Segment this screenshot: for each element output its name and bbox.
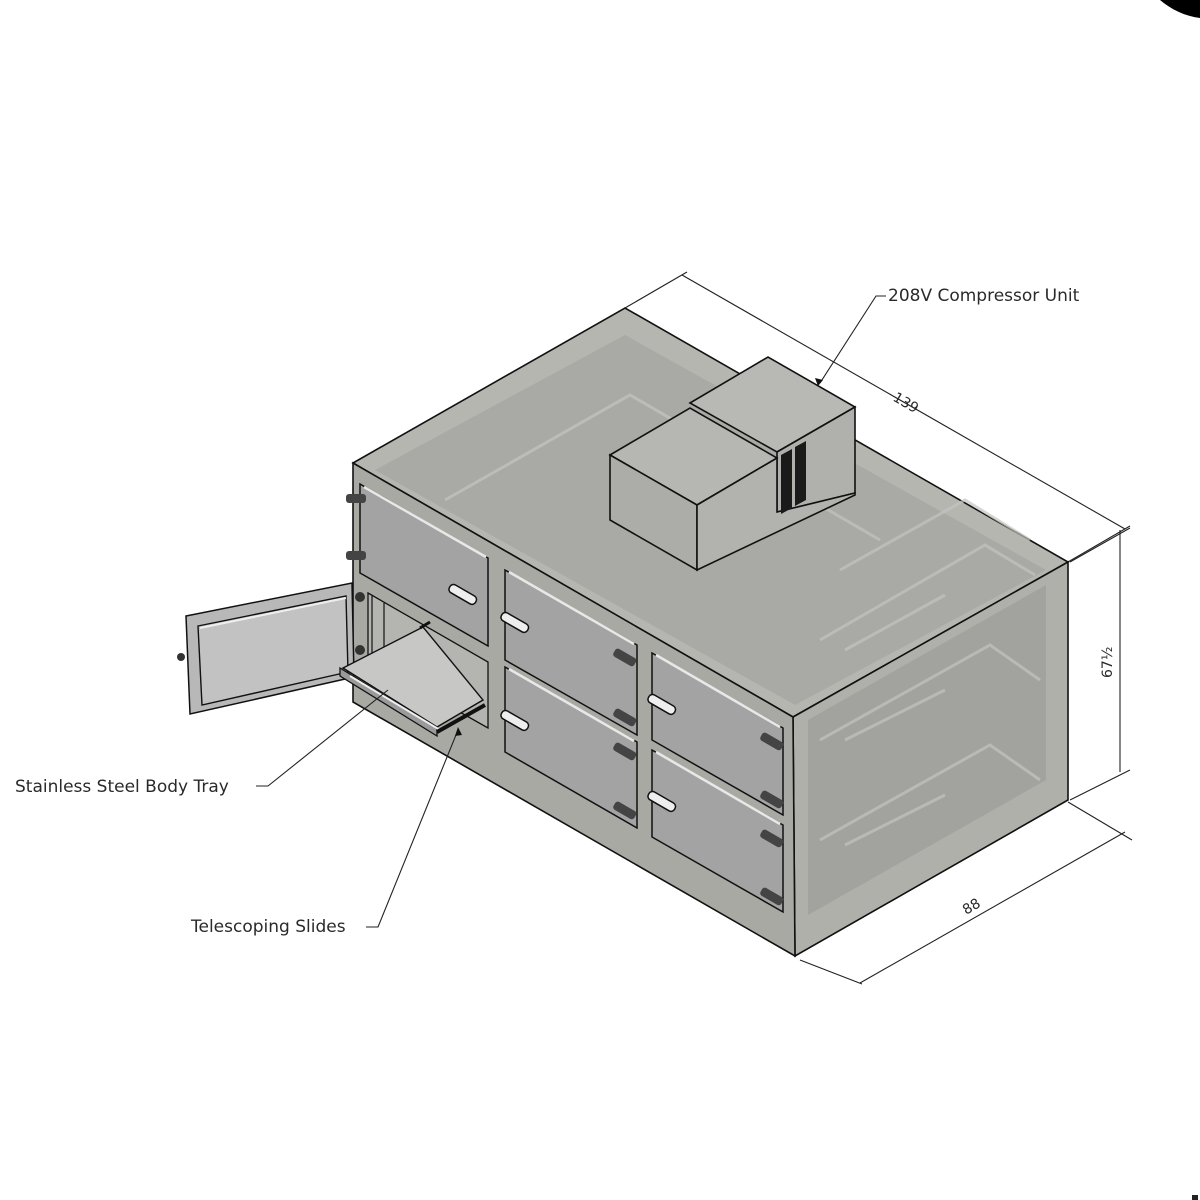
hinge-icon: [760, 732, 784, 809]
door-bottom-left-open[interactable]: [177, 582, 365, 715]
callout-slides: Telescoping Slides: [190, 727, 462, 937]
door-middle-top[interactable]: [500, 568, 638, 737]
corner-mark: [1192, 1195, 1198, 1200]
door-top-left[interactable]: [346, 482, 489, 648]
door-handle-icon: [647, 693, 677, 716]
callout-slides-label: Telescoping Slides: [190, 917, 346, 937]
hinge-icon: [760, 829, 784, 906]
vent-grille-icon: [781, 441, 806, 514]
hinge-icon: [355, 592, 365, 602]
door-handle-icon: [448, 583, 478, 606]
door-right-bottom[interactable]: [647, 748, 785, 914]
door-right-top[interactable]: [647, 651, 785, 817]
dimension-height: 67½: [1069, 527, 1131, 801]
hinge-icon: [613, 742, 637, 820]
hinge-icon: [177, 653, 185, 661]
door-handle-icon: [500, 611, 530, 634]
hinge-icon: [613, 648, 637, 727]
door-handle-icon: [647, 790, 677, 813]
compressor-unit[interactable]: [608, 356, 857, 572]
dimension-height-label: 67½: [1100, 647, 1116, 678]
door-handle-icon: [500, 709, 530, 732]
telescoping-slide: [419, 620, 486, 734]
callout-tray: Stainless Steel Body Tray: [15, 689, 389, 797]
callout-compressor-label: 208V Compressor Unit: [888, 286, 1080, 306]
body-tray[interactable]: [339, 620, 486, 738]
corner-decoration: [1160, 0, 1200, 18]
dimension-depth: 88: [799, 801, 1133, 985]
door-middle-bottom[interactable]: [500, 665, 638, 830]
callout-tray-label: Stainless Steel Body Tray: [15, 777, 229, 797]
hinge-icon: [355, 645, 365, 655]
callout-compressor: 208V Compressor Unit: [815, 286, 1080, 386]
dimension-depth-label: 88: [960, 896, 983, 919]
dimension-length-label: 139: [890, 390, 921, 417]
hinge-icon: [346, 494, 366, 560]
